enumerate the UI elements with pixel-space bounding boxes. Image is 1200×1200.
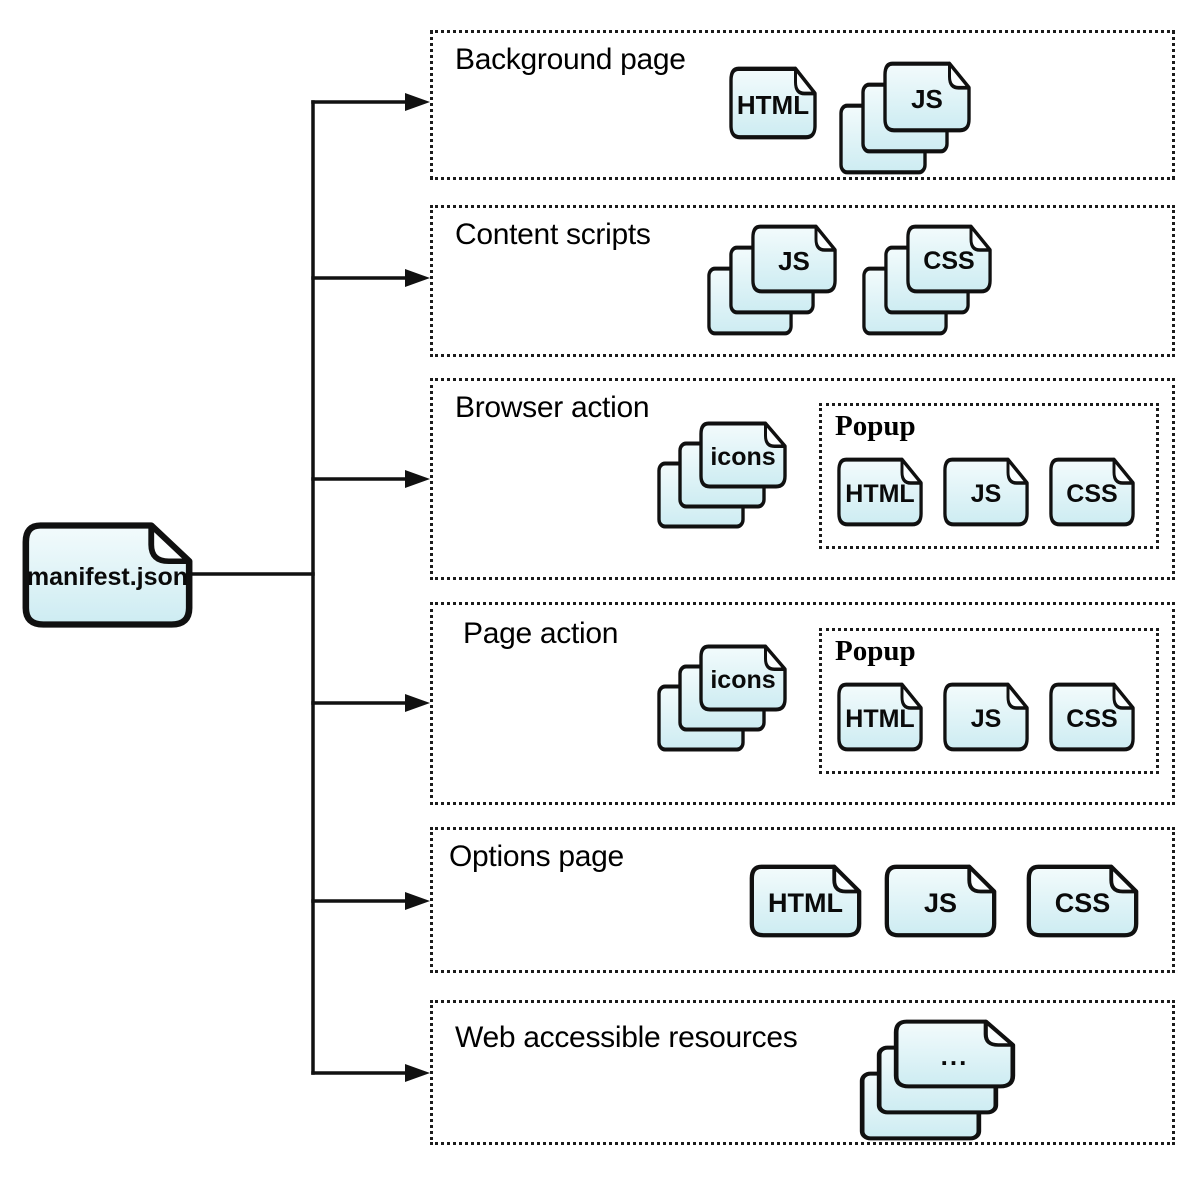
popup-title: Popup — [835, 410, 916, 442]
html-file-icon — [836, 456, 924, 528]
arrowhead-content — [405, 269, 430, 287]
section-web-accessible-resources: Web accessible resources ... — [430, 1000, 1175, 1145]
popup-title: Popup — [835, 635, 916, 667]
arrowhead-web-resources — [405, 1064, 430, 1082]
section-browser-action: Browser action icons Popup HTML JS CSS — [430, 378, 1175, 580]
html-file-icon — [836, 681, 924, 753]
js-file-icon — [750, 223, 838, 295]
section-title: Page action — [463, 617, 619, 650]
section-title: Content scripts — [455, 218, 651, 251]
manifest-file-icon: manifest.json — [20, 520, 195, 630]
icons-file-stack: icons — [656, 643, 788, 753]
html-file-icon — [728, 65, 818, 141]
icons-file-icon — [698, 643, 788, 713]
html-file-icon — [748, 863, 863, 939]
js-file-stack: JS — [838, 60, 972, 178]
js-file-stack: JS — [706, 223, 838, 339]
section-title: Background page — [455, 43, 686, 76]
section-title: Web accessible resources — [455, 1021, 798, 1054]
js-file-icon — [882, 60, 972, 134]
file-icon — [20, 520, 195, 630]
js-file-icon — [883, 863, 998, 939]
css-file-icon — [905, 223, 993, 295]
css-file-icon — [1048, 456, 1136, 528]
css-file-icon — [1048, 681, 1136, 753]
section-title: Options page — [449, 840, 624, 873]
popup-box: Popup HTML JS CSS — [819, 628, 1159, 774]
css-file-icon — [1025, 863, 1140, 939]
arrowhead-background — [405, 93, 430, 111]
section-page-action: Page action icons Popup HTML JS CSS — [430, 602, 1175, 805]
section-options-page: Options page HTML JS CSS — [430, 827, 1175, 973]
js-file-icon — [942, 456, 1030, 528]
resource-file-stack: ... — [858, 1018, 1017, 1142]
arrowhead-page-action — [405, 694, 430, 712]
section-content-scripts: Content scripts JS CSS — [430, 205, 1175, 357]
icons-file-stack: icons — [656, 420, 788, 530]
section-background-page: Background page HTML JS — [430, 30, 1175, 180]
arrowhead-options — [405, 892, 430, 910]
icons-file-icon — [698, 420, 788, 490]
resource-file-icon — [892, 1018, 1017, 1090]
popup-box: Popup HTML JS CSS — [819, 403, 1159, 549]
arrowhead-browser-action — [405, 470, 430, 488]
js-file-icon — [942, 681, 1030, 753]
section-title: Browser action — [455, 391, 650, 424]
css-file-stack: CSS — [861, 223, 993, 339]
